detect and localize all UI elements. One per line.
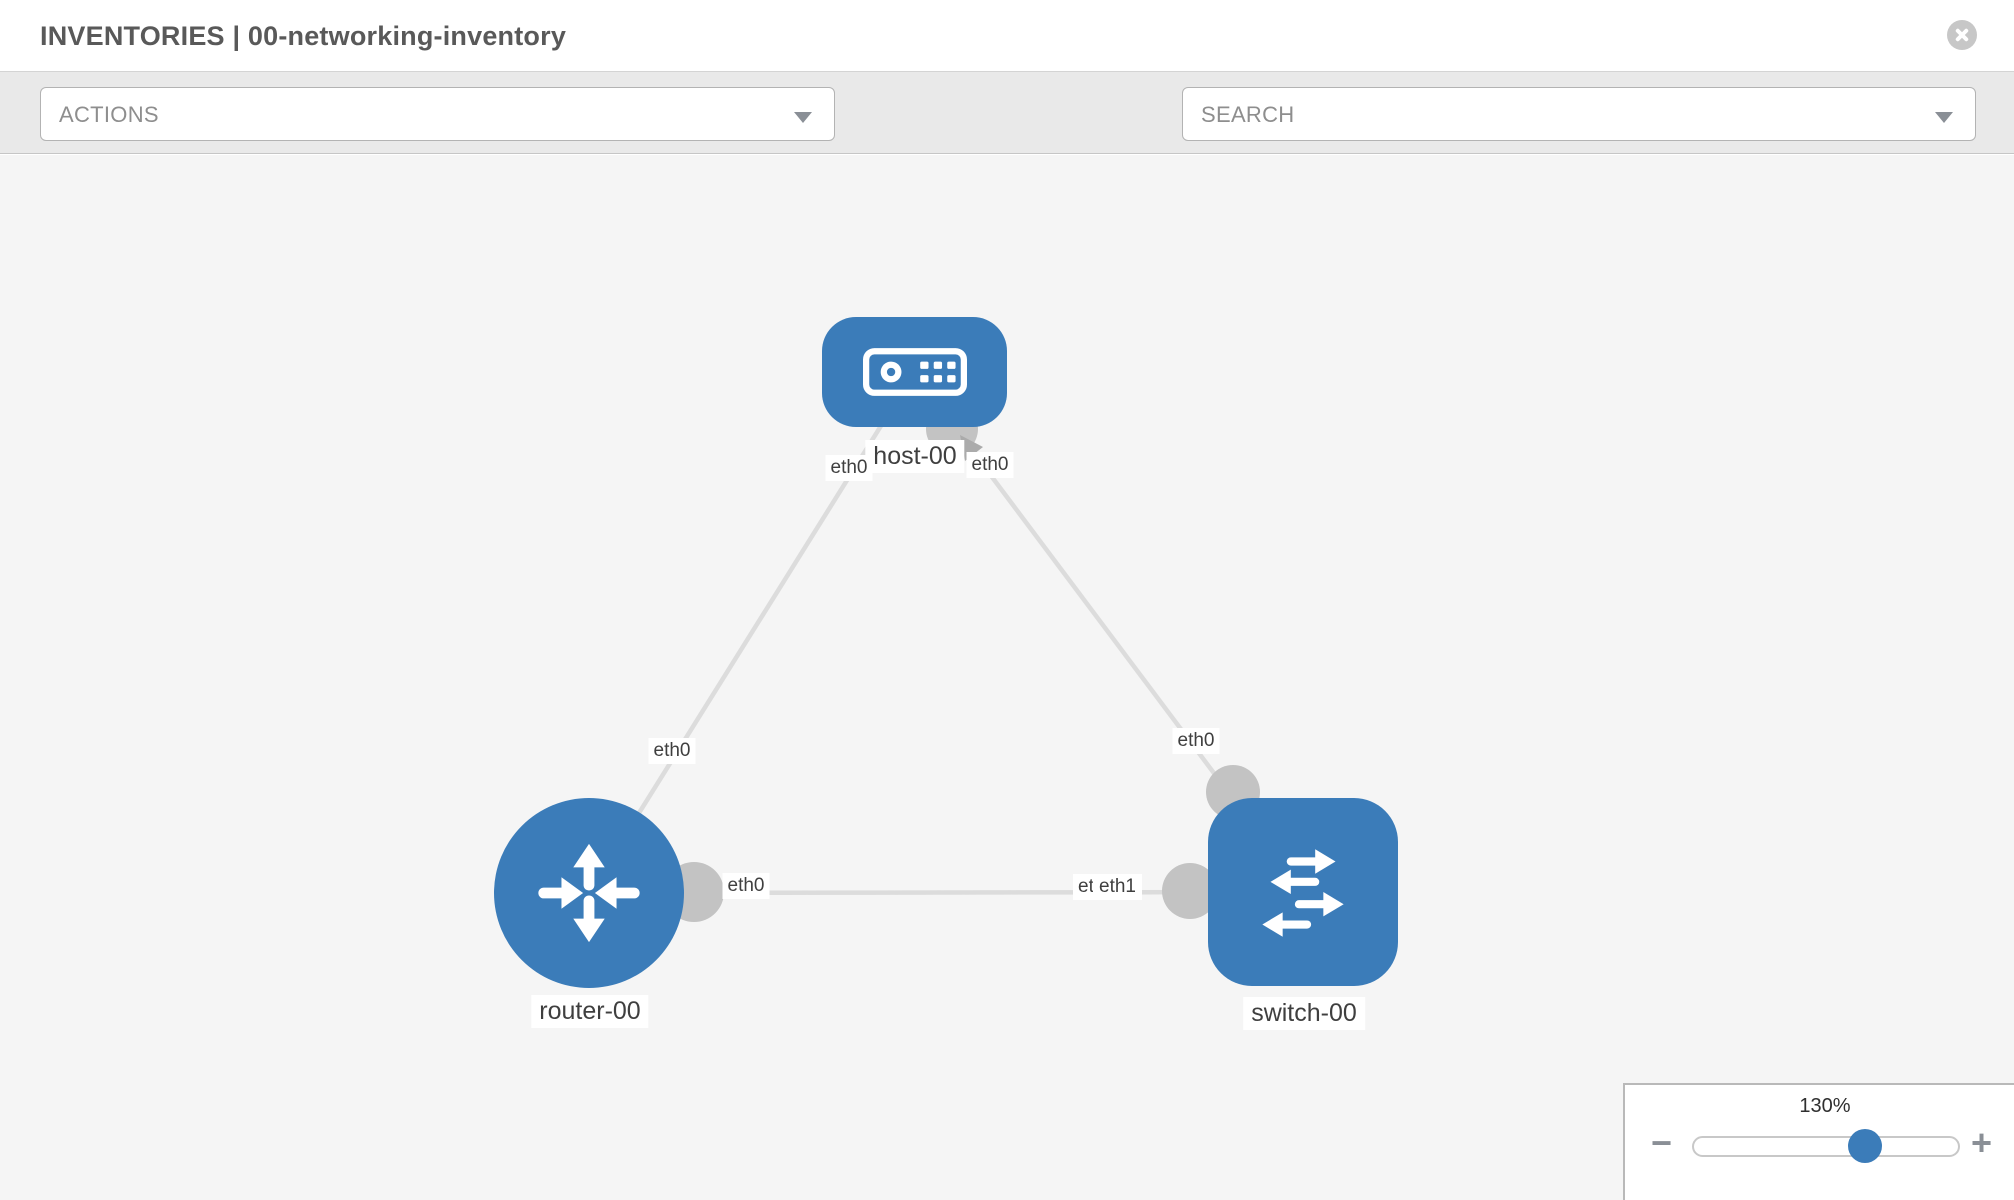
iface-label-router-right: eth0: [722, 873, 770, 899]
zoom-slider-track[interactable]: [1692, 1136, 1960, 1157]
chevron-down-icon: [794, 112, 812, 123]
toolbar: ACTIONS SEARCH: [0, 72, 2014, 202]
chevron-down-icon: [1935, 112, 1953, 123]
node-label-host: host-00: [865, 440, 965, 473]
host-icon: [862, 348, 967, 396]
zoom-slider-handle[interactable]: [1848, 1129, 1882, 1163]
zoom-control-panel: 130% − +: [1623, 1083, 2014, 1200]
search-dropdown[interactable]: SEARCH: [1182, 87, 1976, 141]
search-dropdown-label: SEARCH: [1201, 102, 1295, 127]
node-host-00[interactable]: [822, 317, 1007, 427]
iface-label-host-right: eth0: [966, 452, 1014, 478]
close-button[interactable]: [1947, 20, 1977, 50]
switch-icon: [1262, 849, 1344, 937]
iface-label-mid-front: eth1: [1093, 874, 1142, 900]
node-switch-00[interactable]: [1208, 798, 1398, 986]
zoom-value: 130%: [1799, 1095, 1851, 1117]
topology-canvas[interactable]: host-00 eth0 eth0 eth0 eth0 eth0 eth0 et…: [0, 155, 2014, 1200]
interface-circle-switch-left[interactable]: [1162, 863, 1218, 919]
iface-label-switch-top: eth0: [1172, 728, 1220, 754]
page-title: INVENTORIES | 00-networking-inventory: [40, 21, 567, 51]
node-label-router: router-00: [531, 995, 649, 1028]
zoom-in-button[interactable]: +: [1971, 1122, 1993, 1163]
zoom-out-button[interactable]: −: [1651, 1122, 1673, 1163]
node-label-switch: switch-00: [1243, 997, 1365, 1030]
iface-label-host-left: eth0: [825, 455, 873, 481]
link-arrowhead: [960, 435, 983, 461]
links-layer: [587, 371, 1305, 922]
iface-labels-overlapping: eth0 eth1: [1073, 874, 1142, 902]
node-router-00[interactable]: [494, 798, 684, 988]
actions-dropdown-label: ACTIONS: [59, 102, 159, 127]
router-icon: [538, 843, 640, 943]
actions-dropdown[interactable]: ACTIONS: [40, 87, 835, 141]
iface-label-router-link: eth0: [648, 738, 696, 764]
header-bar: INVENTORIES | 00-networking-inventory: [0, 0, 2014, 72]
